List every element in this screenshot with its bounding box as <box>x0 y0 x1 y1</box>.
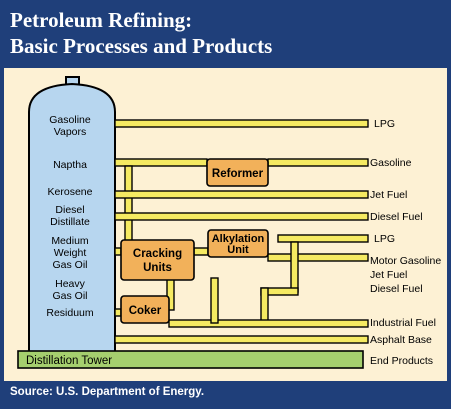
pipe-alkylation-down <box>290 241 299 293</box>
pipe-coker-out <box>168 319 369 328</box>
pipe-gasoline-vapors <box>114 119 369 128</box>
fraction-label: Gasoline <box>49 114 91 126</box>
product-labels: LPG Gasoline Jet Fuel Diesel Fuel LPG Mo… <box>370 118 441 367</box>
product-label: Motor Gasoline <box>370 255 441 267</box>
pipe-medium-gas-oil <box>114 247 122 256</box>
product-label: Diesel Fuel <box>370 283 423 295</box>
coker-label: Coker <box>129 305 162 317</box>
coker-unit <box>120 295 170 324</box>
pipe-alkylation-out <box>267 253 369 262</box>
pipe-asphalt <box>114 335 369 344</box>
product-label: Jet Fuel <box>370 189 407 201</box>
fraction-label: Naptha <box>53 159 87 171</box>
cracking-label-2: Units <box>143 262 172 274</box>
product-label: Industrial Fuel <box>370 317 436 329</box>
distillation-tower-base <box>17 350 364 369</box>
fraction-label: Gas Oil <box>52 259 87 271</box>
fraction-label: Weight <box>54 247 87 259</box>
fraction-label: Medium <box>51 235 89 247</box>
pipe-cracking-to-alkylation <box>193 247 209 256</box>
reformer-label: Reformer <box>212 168 264 180</box>
pipe-residuum <box>114 308 122 317</box>
source-caption: Source: U.S. Department of Energy. <box>10 386 205 398</box>
process-units: Reformer Cracking Units Alkylation Unit … <box>120 158 269 324</box>
fraction-label: Gas Oil <box>52 290 87 302</box>
fraction-label: Diesel <box>55 204 84 216</box>
product-label: Diesel Fuel <box>370 211 423 223</box>
pipe-naptha-to-reformer <box>114 158 208 167</box>
alkylation-label-1: Alkylation <box>212 233 265 245</box>
fraction-label: Vapors <box>54 126 87 138</box>
distillation-tower <box>28 76 116 354</box>
diagram-panel: Reformer Cracking Units Alkylation Unit … <box>4 68 447 381</box>
product-label: Gasoline <box>370 157 412 169</box>
title-line-2: Basic Processes and Products <box>10 34 273 58</box>
product-label: Asphalt Base <box>370 334 432 346</box>
product-label: LPG <box>374 118 395 130</box>
refining-diagram: Reformer Cracking Units Alkylation Unit … <box>17 76 441 369</box>
pipe-kerosene <box>114 190 369 199</box>
fraction-label: Distillate <box>50 216 90 228</box>
fraction-label: Heavy <box>55 278 86 290</box>
pipes <box>114 119 369 344</box>
product-label: Jet Fuel <box>370 269 407 281</box>
title-line-1: Petroleum Refining: <box>10 8 193 32</box>
fraction-label: Residuum <box>46 307 94 319</box>
cracking-units <box>120 239 195 281</box>
title-bar: Petroleum Refining: Basic Processes and … <box>0 0 451 68</box>
pipe-cracking-industrial <box>210 277 219 324</box>
reformer-unit <box>206 158 269 187</box>
fraction-label: Kerosene <box>48 186 93 198</box>
pipe-naptha-down <box>124 165 133 252</box>
product-label: LPG <box>374 233 395 245</box>
tower-body <box>28 82 116 354</box>
distillation-tower-label: Distillation Tower <box>26 355 112 367</box>
alkylation-label-2: Unit <box>227 244 249 256</box>
tower-fraction-labels: Gasoline Vapors Naptha Kerosene Diesel D… <box>46 114 94 319</box>
cracking-label-1: Cracking <box>133 248 182 260</box>
alkylation-unit <box>207 229 269 258</box>
pipe-alkylation-lpg <box>277 234 369 243</box>
pipe-diesel <box>114 212 369 221</box>
pipe-reformer-to-gasoline <box>267 158 369 167</box>
product-label: End Products <box>370 355 433 367</box>
